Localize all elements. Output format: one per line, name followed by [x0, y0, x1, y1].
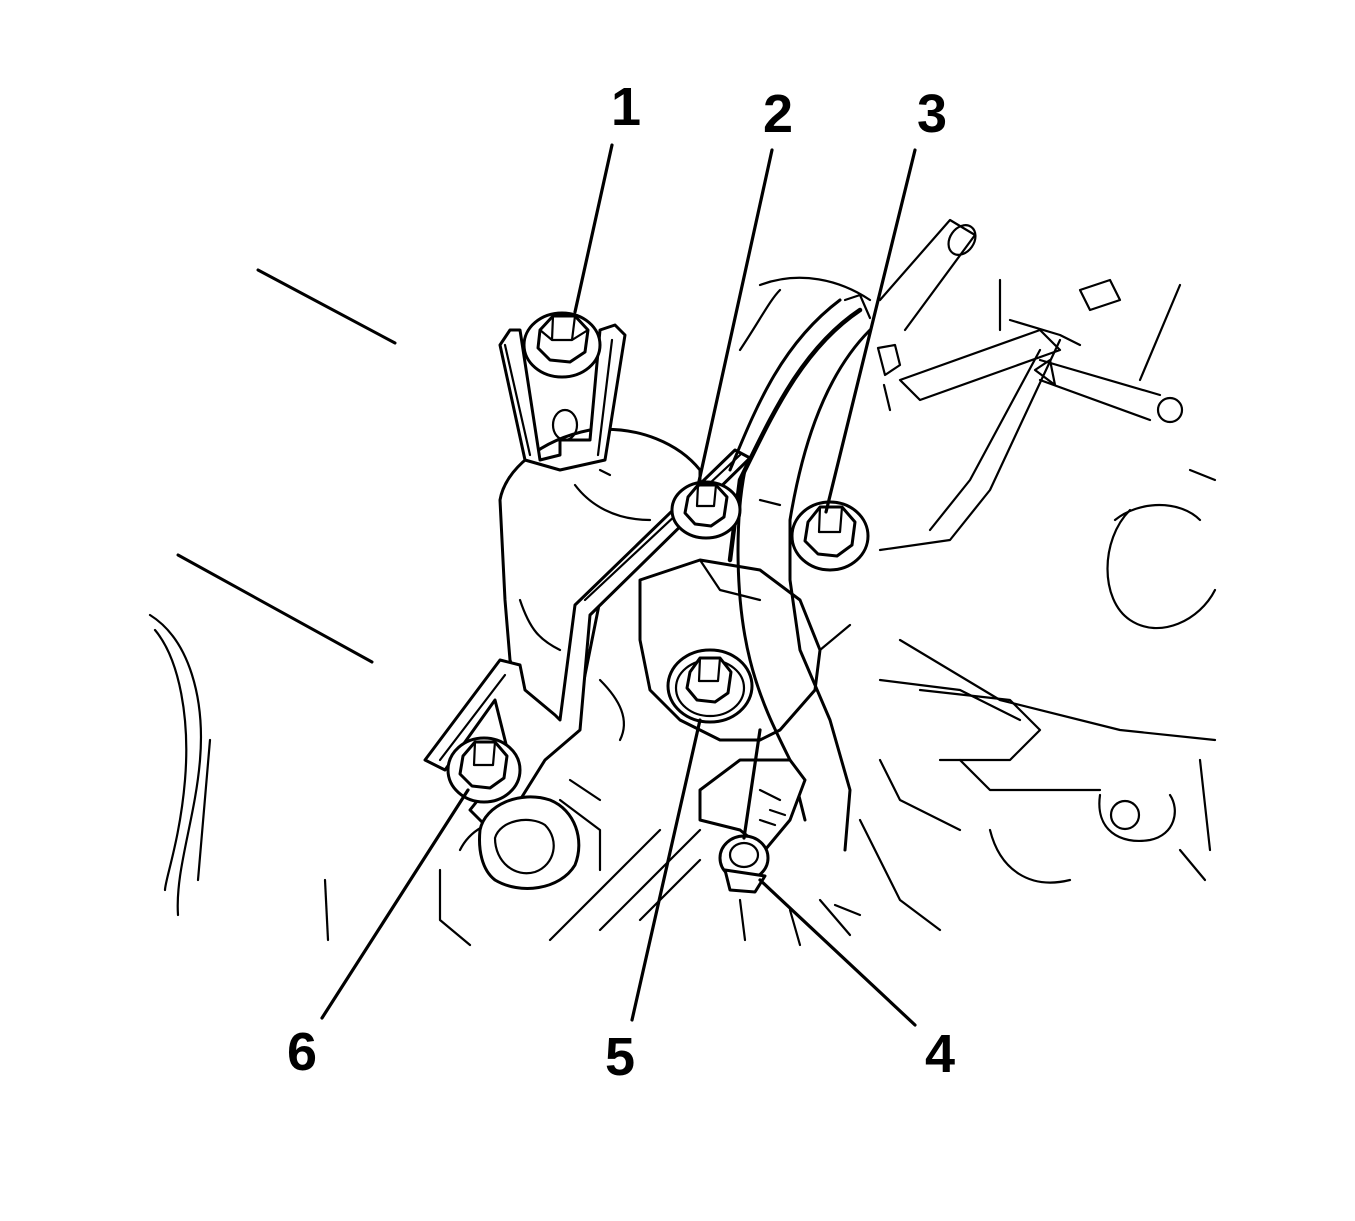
leader-lines — [320, 143, 917, 1027]
callout-2: 2 — [763, 84, 793, 144]
leader-4b — [742, 728, 762, 840]
leader-4 — [758, 878, 917, 1027]
callout-labels: 1 2 3 4 5 6 — [287, 77, 955, 1087]
callout-4: 4 — [925, 1024, 955, 1084]
casting-boss — [478, 795, 581, 890]
leader-1 — [573, 143, 614, 314]
callout-1: 1 — [611, 77, 641, 137]
bolt-3 — [790, 500, 870, 572]
leader-5 — [630, 718, 702, 1022]
nut-5 — [666, 648, 754, 724]
callout-3: 3 — [917, 84, 947, 144]
leader-6 — [320, 788, 470, 1020]
engine-housing-outline-left — [148, 268, 397, 942]
bolt-2 — [670, 480, 742, 540]
leader-3 — [824, 148, 917, 514]
nut-4 — [718, 834, 770, 894]
leader-2 — [696, 148, 774, 488]
callout-6: 6 — [287, 1022, 317, 1082]
transmission-housing-outline — [738, 218, 1217, 937]
bolt-1 — [522, 311, 602, 379]
callout-5: 5 — [605, 1027, 635, 1087]
bolt-6 — [446, 736, 522, 804]
